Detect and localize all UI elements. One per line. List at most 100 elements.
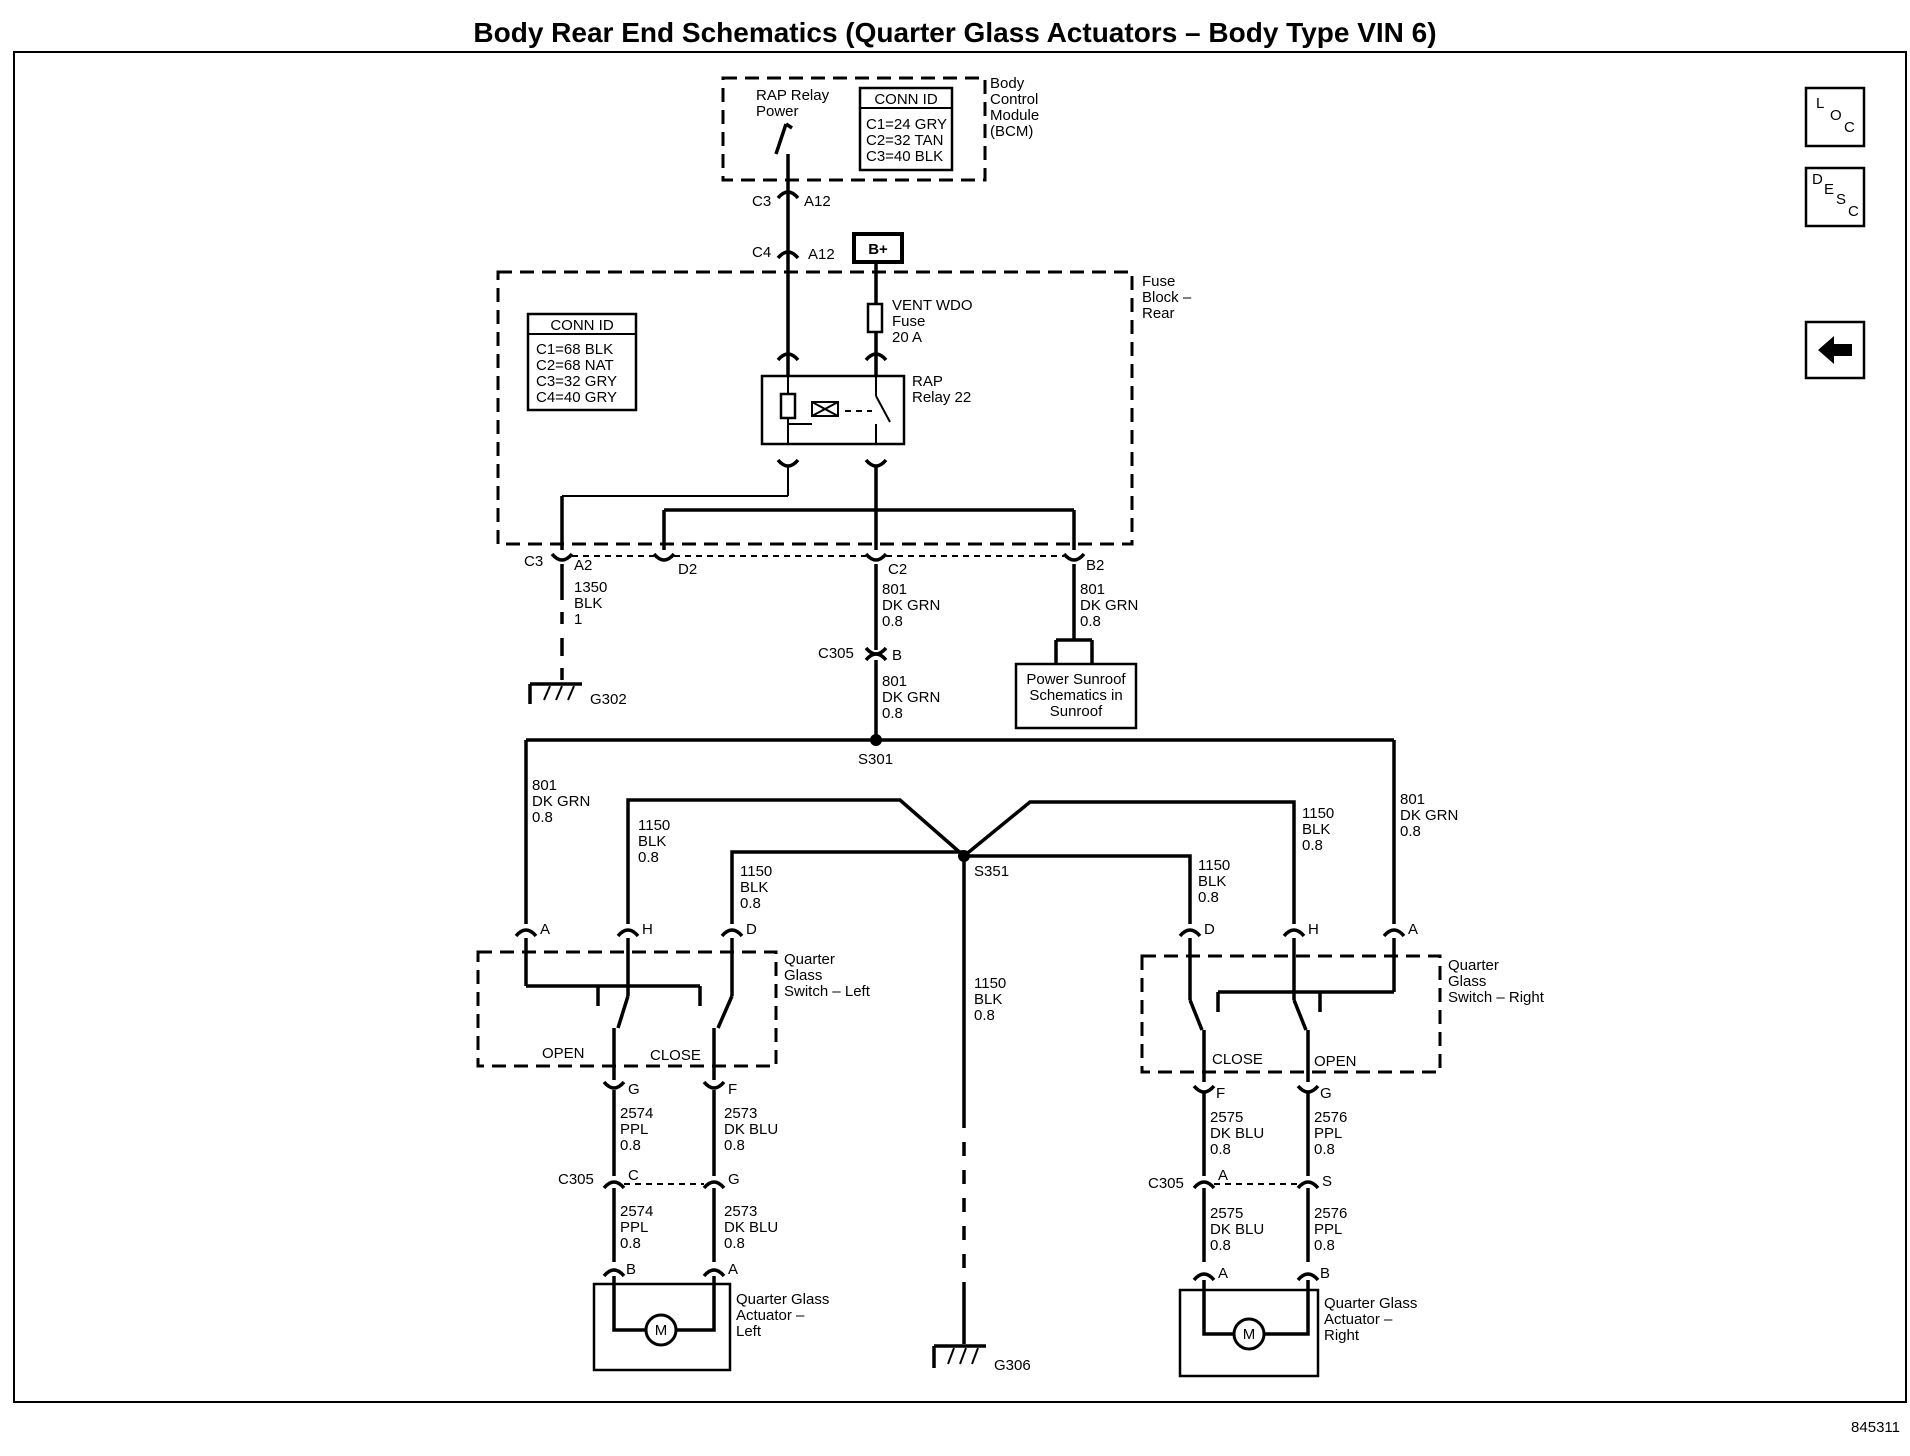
act-right-name-1: Quarter Glass: [1324, 1295, 1417, 1312]
sw-left-pin-a: A: [540, 921, 550, 938]
switch-left-name-3: Switch – Left: [784, 983, 871, 1000]
sw-right-pin-f: F: [1216, 1085, 1225, 1102]
fb-d2-label: D2: [678, 561, 697, 578]
s301-label: S301: [858, 751, 893, 768]
bcm-conn-id-box: [858, 86, 954, 172]
sw-left-pin-g: G: [628, 1081, 640, 1098]
bcm-name-2: Control: [990, 91, 1038, 108]
wire-1150-rd-color: BLK: [1198, 873, 1226, 890]
wire-801-b2-size: 0.8: [1080, 613, 1101, 630]
back-button[interactable]: [1804, 320, 1866, 380]
relay-switch: [875, 395, 891, 423]
wire-2575a-color: DK BLU: [1210, 1125, 1264, 1142]
ground-g306-icon: [932, 1344, 986, 1368]
bcm-rap-switch: [774, 123, 788, 155]
wire-801-b2-color: DK GRN: [1080, 597, 1138, 614]
right-c305-pin-a: A: [1218, 1167, 1228, 1184]
right-c305-pin-s: S: [1322, 1173, 1332, 1190]
motor-right-icon: [1232, 1317, 1266, 1351]
wire-2576b-num: 2576: [1314, 1205, 1347, 1222]
fuse-conn-4: C4=40 GRY: [536, 389, 617, 406]
wire-2573a-color: DK BLU: [724, 1121, 778, 1138]
act-right-pin-a: A: [1218, 1265, 1228, 1282]
relay-coil: [779, 392, 797, 420]
sw-right-pin-h: H: [1308, 921, 1319, 938]
switch-left-name-2: Glass: [784, 967, 822, 984]
conn-a12-label: A12: [804, 193, 831, 210]
sw-right-pin-d: D: [1204, 921, 1215, 938]
wire-2574a-color: PPL: [620, 1121, 648, 1138]
sunroof-ref-box[interactable]: [1014, 662, 1138, 730]
wire-2574b-num: 2574: [620, 1203, 653, 1220]
switch-left-name-1: Quarter: [784, 951, 835, 968]
wire-801-s301-num: 801: [882, 673, 907, 690]
wire-1150-rd-size: 0.8: [1198, 889, 1219, 906]
wire-2573b-num: 2573: [724, 1203, 757, 1220]
wire-2576a-color: PPL: [1314, 1125, 1342, 1142]
wire-1150-rh-color: BLK: [1302, 821, 1330, 838]
connector-c3-a12: [776, 190, 800, 200]
desc-button[interactable]: D E S C: [1804, 166, 1866, 228]
wire-801-c2-num: 801: [882, 581, 907, 598]
wire-2575a-num: 2575: [1210, 1109, 1243, 1126]
wire-801-left-num: 801: [532, 777, 557, 794]
act-right-name-3: Right: [1324, 1327, 1360, 1344]
right-c305-label: C305: [1148, 1175, 1184, 1192]
wire-801-right-num: 801: [1400, 791, 1425, 808]
wire-1150-g-num: 1150: [974, 975, 1006, 992]
desc-letter-e: E: [1824, 181, 1834, 198]
bcm-conn-1: C1=24 GRY: [866, 116, 947, 133]
switch-left-outline: [476, 950, 778, 1068]
wire-1150-left-h: [626, 798, 966, 924]
left-c305-label: C305: [558, 1171, 594, 1188]
c305-top-pin: B: [892, 647, 902, 664]
switch-left-close: CLOSE: [650, 1047, 701, 1064]
act-right-pin-b: B: [1320, 1265, 1330, 1282]
left-arrow-icon: [1818, 336, 1852, 364]
act-left-name-2: Actuator –: [736, 1307, 805, 1324]
wire-1150-lh-num: 1150: [638, 817, 670, 834]
fuse-conn-2: C2=68 NAT: [536, 357, 614, 374]
wire-1350-size: 1: [574, 611, 582, 628]
relay-label-2: Relay 22: [912, 389, 971, 406]
switch-right-name-3: Switch – Right: [1448, 989, 1545, 1006]
switch-right-outline: [1140, 954, 1442, 1074]
g306-label: G306: [994, 1357, 1031, 1374]
switch-left-open-blade: [616, 995, 630, 1029]
wire-2575a-size: 0.8: [1210, 1141, 1231, 1158]
wire-2576a-num: 2576: [1314, 1109, 1347, 1126]
outer-frame: [13, 51, 1907, 1403]
ground-g302-icon: [528, 682, 582, 704]
loc-button[interactable]: L O C: [1804, 86, 1866, 148]
switch-right-name-1: Quarter: [1448, 957, 1499, 974]
left-c305-pin-c: C: [628, 1167, 639, 1184]
switch-right-open: OPEN: [1314, 1053, 1357, 1070]
left-c305-pin-g: G: [728, 1171, 740, 1188]
wire-801-c2-color: DK GRN: [882, 597, 940, 614]
act-left-name-3: Left: [736, 1323, 762, 1340]
bcm-rap-label: RAP Relay: [756, 87, 830, 104]
wire-801-s301-color: DK GRN: [882, 689, 940, 706]
wire-1150-lh-color: BLK: [638, 833, 666, 850]
wire-1150-rh-num: 1150: [1302, 805, 1334, 822]
fuse-label-2: Fuse: [892, 313, 925, 330]
fuse-block-name-2: Block –: [1142, 289, 1192, 306]
fb-b2-label: B2: [1086, 557, 1104, 574]
act-right-name-2: Actuator –: [1324, 1311, 1393, 1328]
act-left-pin-a: A: [728, 1261, 738, 1278]
page-title: Body Rear End Schematics (Quarter Glass …: [473, 17, 1436, 48]
fb-c2-label: C2: [888, 561, 907, 578]
sunroof-ref-2: Schematics in: [1029, 687, 1122, 704]
wire-1150-ld-size: 0.8: [740, 895, 761, 912]
wire-2576a-size: 0.8: [1314, 1141, 1335, 1158]
switch-right-close-blade: [1188, 999, 1204, 1031]
bcm-name-1: Body: [990, 75, 1025, 92]
wire-801-c2-size: 0.8: [882, 613, 903, 630]
wire-1150-rd-num: 1150: [1198, 857, 1230, 874]
wire-1150-right-h: [962, 800, 1296, 924]
figure-id: 845311: [1851, 1419, 1900, 1436]
switch-left-open: OPEN: [542, 1045, 585, 1062]
wire-2576b-color: PPL: [1314, 1221, 1342, 1238]
wire-1150-g-color: BLK: [974, 991, 1002, 1008]
